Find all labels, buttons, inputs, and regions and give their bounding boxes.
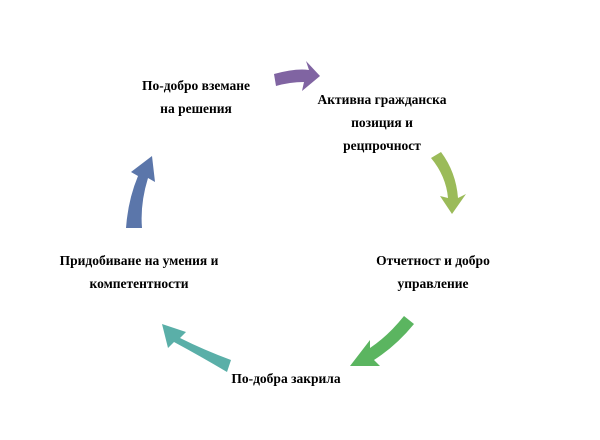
node-label-accountability: Отчетност и добро управление	[376, 249, 490, 295]
node-label-civic-position: Активна гражданска позиция и рецпрочност	[318, 88, 447, 157]
node-label-skills: Придобиване на умения и компетентности	[60, 249, 219, 295]
node-label-line: Отчетност и добро	[376, 253, 490, 268]
node-label-line: позиция и	[351, 115, 413, 130]
node-label-line: рецпрочност	[343, 138, 421, 153]
node-label-line: компетентности	[89, 276, 189, 291]
node-label-decision-making: По-добро вземане на решения	[142, 74, 250, 120]
node-label-line: Придобиване на умения и	[59, 253, 219, 268]
node-label-better-protection: По-добра закрила	[231, 367, 340, 390]
node-label-line: Активна гражданска	[317, 92, 447, 107]
node-label-line: на решения	[160, 101, 232, 116]
node-label-line: управление	[397, 276, 469, 291]
arrow-teal	[162, 324, 231, 372]
arrow-green	[350, 316, 414, 366]
arrow-light-green	[431, 152, 466, 214]
arrow-blue	[126, 156, 155, 228]
node-label-line: По-добра закрила	[231, 371, 341, 386]
arrow-purple	[274, 61, 320, 91]
node-label-line: По-добро вземане	[141, 78, 251, 93]
